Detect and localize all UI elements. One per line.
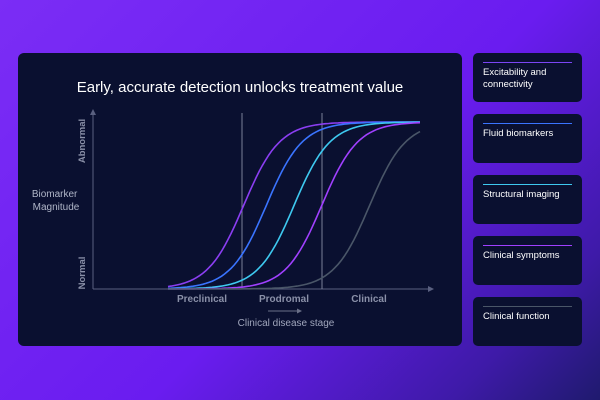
legend-label: Excitability and connectivity	[483, 67, 547, 90]
x-axis-arrow	[428, 286, 434, 292]
series-curve-3	[168, 121, 420, 290]
chart-title: Early, accurate detection unlocks treatm…	[77, 79, 404, 96]
legend-line	[483, 184, 572, 185]
legend-line	[483, 306, 572, 307]
series-curve-2	[167, 121, 420, 290]
x-label-arrow-head	[297, 308, 302, 314]
y-tick-normal: Normal	[77, 257, 88, 290]
x-category-preclinical: Preclinical	[177, 294, 227, 305]
y-tick-abnormal: Abnormal	[77, 119, 88, 163]
legend-card-clinical-symptoms: Clinical symptoms	[473, 236, 582, 285]
legend-label: Structural imaging	[483, 189, 560, 200]
legend-line	[483, 123, 572, 124]
legend-label: Fluid biomarkers	[483, 128, 554, 139]
y-axis-arrow	[90, 109, 96, 115]
chart-panel: Early, accurate detection unlocks treatm…	[18, 53, 462, 346]
curves-group	[167, 121, 421, 290]
x-axis-label: Clinical disease stage	[238, 318, 335, 329]
legend-card-fluid-biomarkers: Fluid biomarkers	[473, 114, 582, 163]
legend-label: Clinical function	[483, 311, 550, 322]
legend-line	[483, 245, 572, 246]
legend-line	[483, 62, 572, 63]
y-axis-label: Biomarker Magnitude	[32, 189, 80, 213]
legend-card-structural-imaging: Structural imaging	[473, 175, 582, 224]
x-category-prodromal: Prodromal	[259, 294, 309, 305]
x-category-clinical: Clinical	[351, 294, 387, 305]
legend-card-excitability: Excitability and connectivity	[473, 53, 582, 102]
legend-card-clinical-function: Clinical function	[473, 297, 582, 346]
chart-svg: Early, accurate detection unlocks treatm…	[32, 79, 434, 329]
series-curve-5	[168, 130, 421, 290]
legend-label: Clinical symptoms	[483, 250, 560, 261]
